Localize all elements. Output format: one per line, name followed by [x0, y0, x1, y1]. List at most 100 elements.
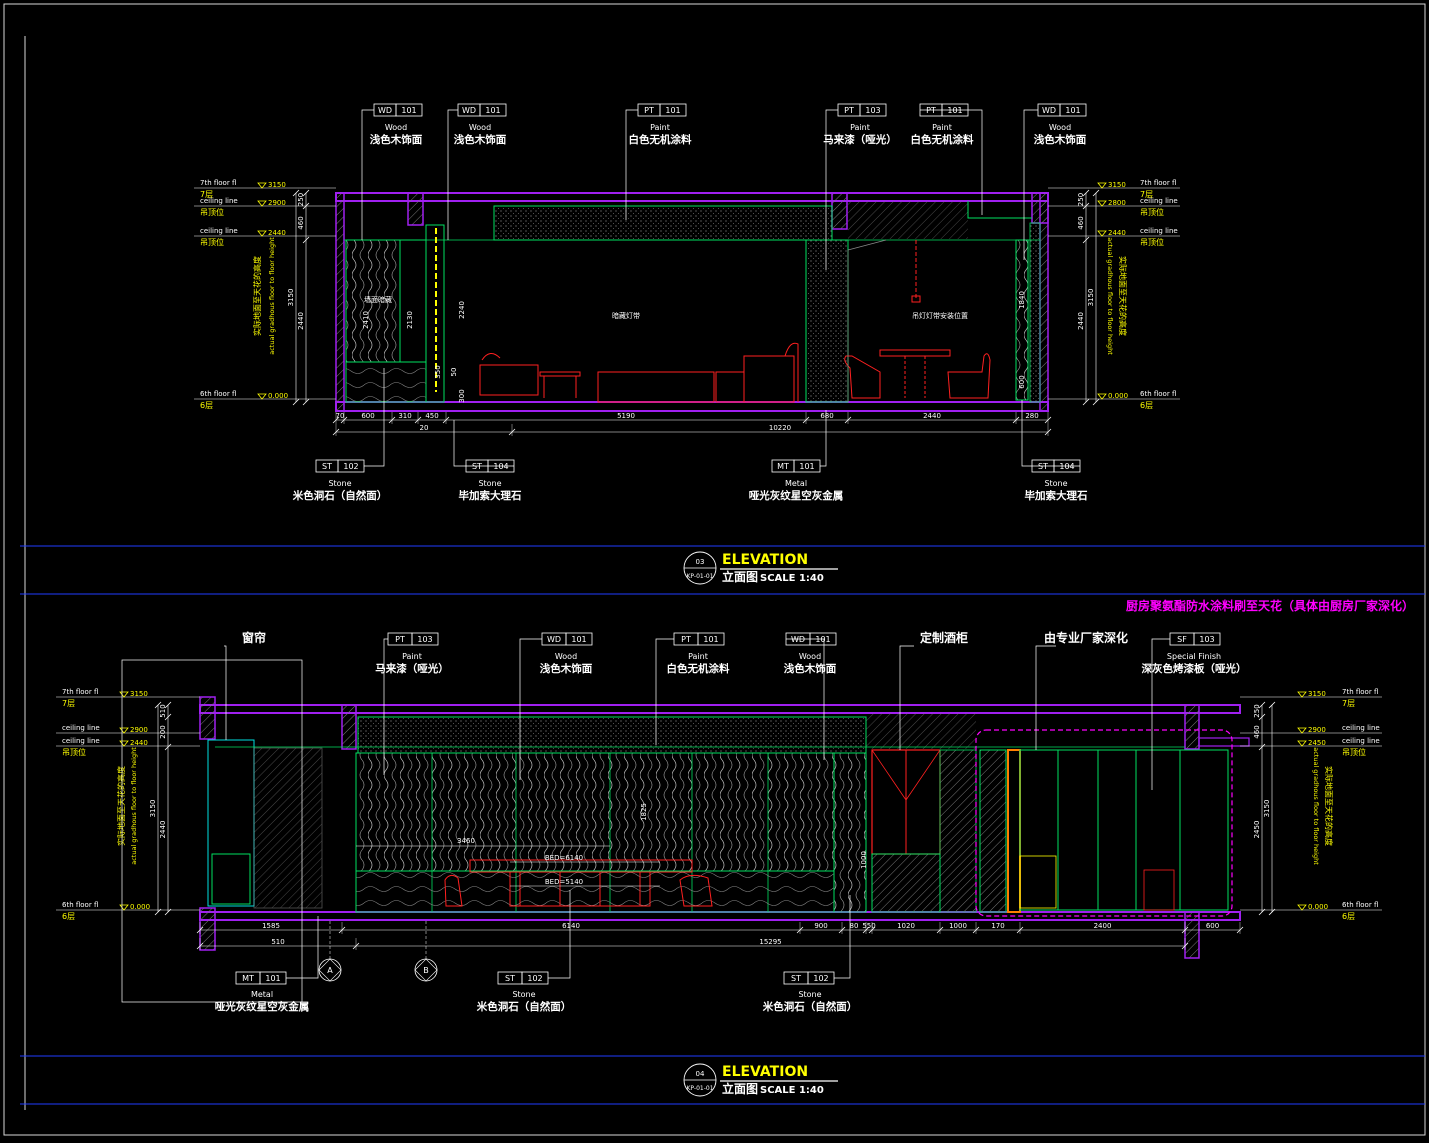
- inner-label: 吊灯灯带安装位置: [912, 311, 968, 320]
- dim-tick: [1258, 713, 1266, 721]
- tag-num: 103: [865, 106, 880, 115]
- callout-leader: [224, 645, 227, 740]
- tag-en: Stone: [478, 479, 501, 488]
- level-marker: 2900 ceiling line: [1240, 724, 1382, 734]
- dim-value: 250: [1253, 704, 1261, 717]
- inner-label: 墙面暗藏: [364, 295, 392, 304]
- dim-tick: [292, 398, 300, 406]
- tag-code: PT: [644, 106, 654, 115]
- callout-leader: [899, 645, 914, 750]
- dim-tick: [1258, 743, 1266, 751]
- level-cn: 6层: [1342, 912, 1355, 921]
- section-letter: A: [327, 966, 333, 975]
- tag-leader: [364, 368, 385, 467]
- level-cn: 吊顶位: [1140, 237, 1164, 247]
- tag-num: 101: [571, 635, 586, 644]
- tag-leader: [548, 890, 571, 979]
- dim-value: 200: [159, 725, 167, 738]
- tag-leader: [820, 410, 827, 467]
- tag-en: Paint: [688, 652, 708, 661]
- dim-tick: [1092, 398, 1100, 406]
- dim-value: 20: [420, 424, 429, 432]
- level-en: 6th floor fl: [200, 390, 236, 398]
- tag-code: MT: [777, 462, 789, 471]
- level-cn: 7层: [1342, 699, 1355, 708]
- section-mark: B: [414, 920, 438, 982]
- dim-value: 10220: [769, 424, 791, 432]
- level-triangle: [1097, 200, 1107, 207]
- ceiling-slab: [335, 192, 1049, 202]
- tag-leader: [286, 916, 319, 979]
- level-value: 2900: [1308, 726, 1326, 734]
- tag-num: 102: [527, 974, 542, 983]
- tag-cn: 浅色木饰面: [454, 133, 507, 146]
- tag-en: Special Finish: [1167, 652, 1221, 661]
- level-en: 7th floor fl: [1342, 688, 1378, 696]
- tag-leader: [453, 420, 514, 467]
- elevation-03: [335, 192, 1049, 412]
- tag-cn: 浅色木饰面: [784, 662, 837, 675]
- level-triangle: [257, 200, 267, 207]
- column: [805, 239, 849, 403]
- tag-cn: 毕加索大理石: [1025, 489, 1088, 502]
- level-cn: 吊顶位: [1342, 747, 1366, 757]
- tag-cn: 哑光灰纹星空灰金属: [215, 1000, 310, 1013]
- callout-text: 定制酒柜: [920, 630, 968, 645]
- dim-value: 460: [297, 216, 305, 229]
- dim-value: 3150: [1263, 800, 1271, 818]
- callout-text: 由专业厂家深化: [1044, 630, 1128, 645]
- level-en: 6th floor fl: [62, 901, 98, 909]
- vertical-note-en: actual gradhous floor to floor height: [1106, 237, 1114, 355]
- level-en: ceiling line: [1342, 724, 1380, 732]
- tag-code: PT: [926, 106, 936, 115]
- tag-leader: [447, 109, 458, 240]
- level-en: ceiling line: [200, 227, 238, 235]
- tag-cn: 毕加索大理石: [459, 489, 522, 502]
- tag-code: PT: [844, 106, 854, 115]
- tag-cn: 米色洞石（自然面）: [476, 1000, 572, 1013]
- tag-cn: 深灰色烤漆板（哑光）: [1142, 662, 1247, 675]
- window-curtain: [207, 739, 255, 907]
- tag-en: Paint: [850, 123, 870, 132]
- tag-leader: [834, 895, 851, 979]
- level-triangle: [1297, 691, 1307, 698]
- tag-en: Stone: [512, 990, 535, 999]
- dim-value: 460: [1077, 216, 1085, 229]
- tag-leader: [655, 638, 674, 745]
- tag-code: WD: [547, 635, 561, 644]
- tag-num: 102: [343, 462, 358, 471]
- dim-value: 250: [1077, 193, 1085, 206]
- tag-en: Paint: [932, 123, 952, 132]
- tag-code: SF: [1177, 635, 1187, 644]
- vertical-note-cn: 实际地面至天花的高度: [252, 256, 262, 336]
- kitchen-zone: [975, 729, 1233, 917]
- level-value: 0.000: [268, 392, 288, 400]
- title-cn: 立面图: [722, 569, 758, 584]
- dim-value: 3150: [149, 800, 157, 818]
- level-en: ceiling line: [62, 724, 100, 732]
- dim-value: 170: [991, 922, 1004, 930]
- tag-code: WD: [378, 106, 392, 115]
- dim-value: 510: [271, 938, 284, 946]
- tag-num: 103: [1199, 635, 1214, 644]
- dim-value: 1585: [262, 922, 280, 930]
- inner-dim: 350: [434, 365, 442, 378]
- level-value: 2800: [1108, 199, 1126, 207]
- level-value: 2450: [1308, 739, 1326, 747]
- level-cn: 6层: [200, 401, 213, 410]
- tag-en: Wood: [1049, 123, 1071, 132]
- tag-code: WD: [462, 106, 476, 115]
- dim-tick: [164, 701, 172, 709]
- level-value: 0.000: [130, 903, 150, 911]
- tag-code: PT: [395, 635, 405, 644]
